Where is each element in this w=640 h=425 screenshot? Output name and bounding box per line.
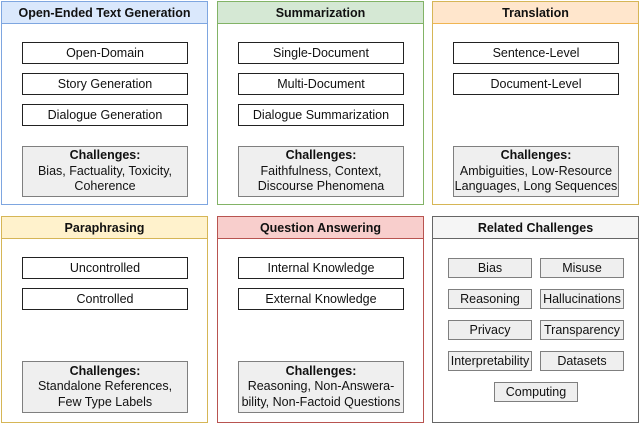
- task-dialogue-summarization: Dialogue Summarization: [238, 104, 404, 126]
- panel-title: Question Answering: [218, 217, 423, 239]
- task-uncontrolled: Uncontrolled: [22, 257, 188, 279]
- challenges-line: Ambiguities, Low-Resource: [459, 163, 613, 178]
- challenges-line: Discourse Phenomena: [257, 179, 385, 194]
- related-reasoning: Reasoning: [448, 289, 532, 309]
- panel-title: Related Challenges: [433, 217, 638, 239]
- related-bias: Bias: [448, 258, 532, 278]
- related-hallucinations: Hallucinations: [540, 289, 624, 309]
- related-interpretability: Interpretability: [448, 351, 532, 371]
- task-multi-document: Multi-Document: [238, 73, 404, 95]
- task-controlled: Controlled: [22, 288, 188, 310]
- challenges-title: Challenges:: [500, 148, 572, 163]
- challenges-line: Coherence: [74, 179, 136, 194]
- task-dialogue-generation: Dialogue Generation: [22, 104, 188, 126]
- challenges-box: Challenges: Standalone References, Few T…: [22, 361, 188, 413]
- challenges-box: Challenges: Faithfulness, Context, Disco…: [238, 146, 404, 197]
- panel-paraphrasing: Paraphrasing Uncontrolled Controlled Cha…: [1, 216, 208, 423]
- panel-question-answering: Question Answering Internal Knowledge Ex…: [217, 216, 424, 423]
- panel-summarization: Summarization Single-Document Multi-Docu…: [217, 1, 424, 205]
- related-datasets: Datasets: [540, 351, 624, 371]
- challenges-line: Few Type Labels: [57, 394, 153, 409]
- challenges-box: Challenges: Bias, Factuality, Toxicity, …: [22, 146, 188, 197]
- challenges-title: Challenges:: [285, 363, 357, 378]
- panel-related-challenges: Related Challenges Bias Misuse Reasoning…: [432, 216, 639, 423]
- task-sentence-level: Sentence-Level: [453, 42, 619, 64]
- panel-title: Translation: [433, 2, 638, 24]
- challenges-line: Reasoning, Non-Answera-: [247, 379, 395, 394]
- task-external-knowledge: External Knowledge: [238, 288, 404, 310]
- challenges-line: Bias, Factuality, Toxicity,: [37, 163, 173, 178]
- challenges-title: Challenges:: [69, 148, 141, 163]
- task-document-level: Document-Level: [453, 73, 619, 95]
- challenges-line: Faithfulness, Context,: [260, 163, 382, 178]
- panel-title: Paraphrasing: [2, 217, 207, 239]
- panel-title: Summarization: [218, 2, 423, 24]
- challenges-title: Challenges:: [285, 148, 357, 163]
- panel-open-ended-text-generation: Open-Ended Text Generation Open-Domain S…: [1, 1, 208, 205]
- task-internal-knowledge: Internal Knowledge: [238, 257, 404, 279]
- related-transparency: Transparency: [540, 320, 624, 340]
- related-computing: Computing: [494, 382, 578, 402]
- task-single-document: Single-Document: [238, 42, 404, 64]
- task-open-domain: Open-Domain: [22, 42, 188, 64]
- challenges-box: Challenges: Ambiguities, Low-Resource La…: [453, 146, 619, 197]
- challenges-line: bility, Non-Factoid Questions: [241, 394, 401, 409]
- panel-translation: Translation Sentence-Level Document-Leve…: [432, 1, 639, 205]
- challenges-box: Challenges: Reasoning, Non-Answera- bili…: [238, 361, 404, 413]
- related-privacy: Privacy: [448, 320, 532, 340]
- panel-title: Open-Ended Text Generation: [2, 2, 207, 24]
- challenges-line: Standalone References,: [37, 379, 173, 394]
- task-story-generation: Story Generation: [22, 73, 188, 95]
- challenges-line: Languages, Long Sequences: [454, 179, 618, 194]
- challenges-title: Challenges:: [69, 363, 141, 378]
- related-misuse: Misuse: [540, 258, 624, 278]
